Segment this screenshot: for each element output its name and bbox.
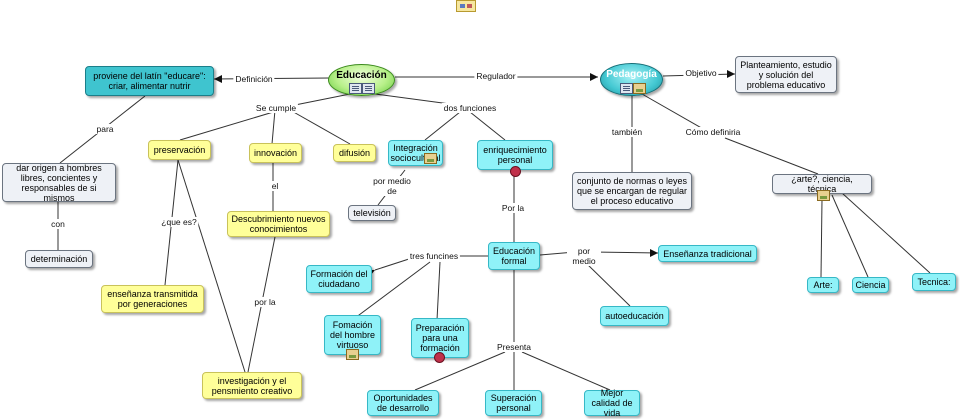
image-icon[interactable] [346, 349, 359, 360]
node-descubrimiento[interactable]: Descubrimiento nuevos conocimientos [227, 211, 330, 237]
node-autoeducacion[interactable]: autoeducación [600, 306, 669, 326]
link-label-por-la-formal: Por la [499, 203, 527, 213]
node-conjunto-normas[interactable]: conjunto de normas o leyes que se encarg… [572, 172, 692, 210]
link-label-dos-funciones: dos funciones [441, 103, 499, 113]
node-superacion[interactable]: Superación personal [485, 390, 542, 416]
image-icon[interactable] [633, 83, 646, 94]
node-ensenanza-tradicional[interactable]: Enseñanza tradicional [658, 245, 757, 262]
node-formacion-hombre[interactable]: Fomación del hombre virtuoso [324, 315, 381, 355]
node-formacion-ciudadano[interactable]: Formación del ciudadano [306, 265, 372, 293]
web-link-icon[interactable] [434, 352, 445, 363]
node-ciencia[interactable]: Ciencia [852, 277, 889, 293]
resource-icon[interactable] [456, 0, 476, 12]
web-link-icon[interactable] [510, 166, 521, 177]
link-label-por-medio-de: por medio de [367, 176, 417, 196]
image-icon[interactable] [424, 153, 437, 164]
link-label-tambien: también [609, 127, 645, 137]
link-label-como-definiria: Cómo definiria [683, 127, 743, 137]
node-arte[interactable]: Arte: [807, 277, 839, 293]
link-label-que-es: ¿que es? [159, 217, 199, 227]
link-label-se-cumple: Se cumple [253, 103, 299, 113]
document-icon[interactable] [349, 83, 362, 94]
link-label-presenta: Presenta [494, 342, 534, 352]
node-oportunidades[interactable]: Oportunidades de desarrollo [367, 390, 439, 416]
node-investigacion[interactable]: investigación y el pensmiento creativo [202, 372, 302, 399]
node-determinacion[interactable]: determinación [25, 250, 93, 268]
node-innovacion[interactable]: innovación [249, 143, 302, 163]
node-planteamiento[interactable]: Planteamiento, estudio y solución del pr… [735, 56, 837, 93]
link-label-definicion: Definición [233, 74, 275, 84]
node-latin-origin[interactable]: proviene del latín "educare": criar, ali… [85, 66, 214, 96]
node-television[interactable]: televisión [348, 205, 396, 221]
document-icon[interactable] [620, 83, 633, 94]
link-label-objetivo: Objetivo [683, 68, 719, 78]
node-preparacion[interactable]: Preparación para una formación [411, 318, 469, 358]
node-enriquecimiento[interactable]: enriquecimiento personal [477, 140, 553, 170]
link-label-el: el [269, 181, 281, 191]
link-label-para: para [94, 124, 116, 134]
node-educacion-formal[interactable]: Educación formal [488, 242, 540, 270]
image-icon[interactable] [817, 190, 830, 201]
node-difusion[interactable]: difusión [333, 144, 376, 162]
link-label-tres-funciones: tres funcines [407, 251, 461, 261]
link-label-por-medio: por medio [567, 246, 601, 266]
node-tecnica[interactable]: Tecnica: [912, 273, 956, 291]
node-dar-origen[interactable]: dar origen a hombres libres, concientes … [2, 163, 116, 203]
link-label-por-la: por la [252, 297, 278, 307]
link-label-con: con [49, 219, 67, 229]
node-preservacion[interactable]: preservación [148, 140, 211, 160]
document-icon[interactable] [362, 83, 375, 94]
node-mejor-calidad[interactable]: Mejor calidad de vida [584, 388, 640, 418]
node-ensenanza-transmitida[interactable]: enseñanza transmitida por generaciones [101, 285, 204, 313]
link-label-regulador: Regulador [474, 71, 518, 81]
